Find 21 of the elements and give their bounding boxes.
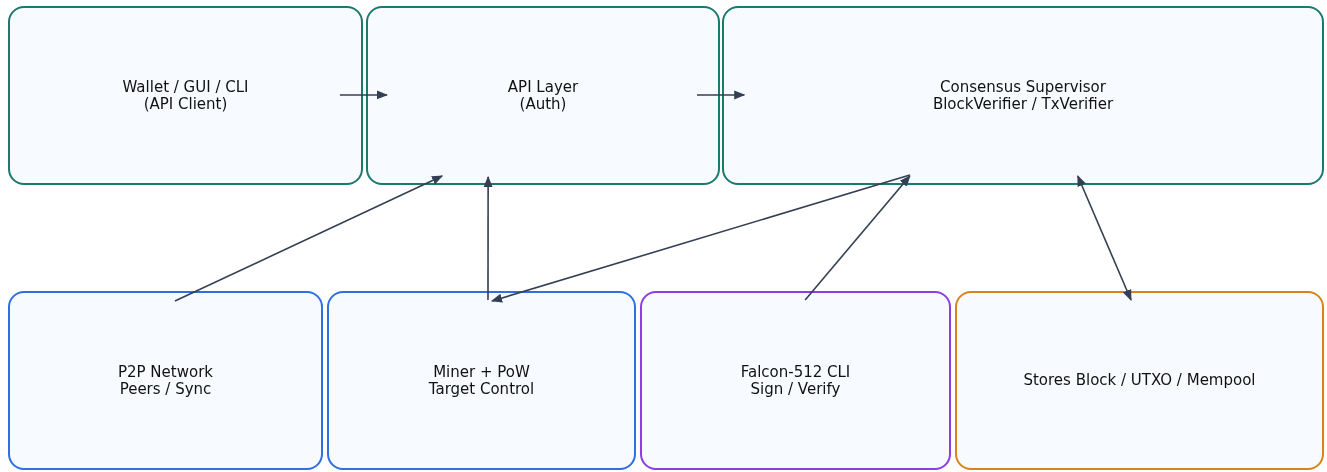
process-box [8, 6, 363, 185]
arrow [696, 90, 746, 100]
box-label: Falcon-512 CLI Sign / Verify [739, 363, 852, 398]
arrow [483, 175, 493, 301]
arrow [1077, 175, 1132, 301]
box-label: P2P Network Peers / Sync [116, 363, 214, 398]
box-label: API Layer (Auth) [506, 78, 580, 113]
arrow [804, 175, 911, 301]
arrow [490, 174, 911, 303]
process-box [8, 291, 323, 470]
box-label: Wallet / GUI / CLI (API Client) [121, 78, 250, 113]
box-label: Miner + PoW Target Control [427, 363, 536, 398]
process-box [640, 291, 951, 470]
box-label: Consensus Supervisor BlockVerifier / TxVerifier [931, 78, 1115, 113]
process-box [327, 291, 636, 470]
process-box [955, 291, 1324, 470]
arrow [174, 175, 444, 302]
box-label: Stores Block / UTXO / Mempool [1023, 372, 1256, 389]
arrow [339, 90, 388, 100]
process-box [722, 6, 1324, 185]
process-box [366, 6, 720, 185]
